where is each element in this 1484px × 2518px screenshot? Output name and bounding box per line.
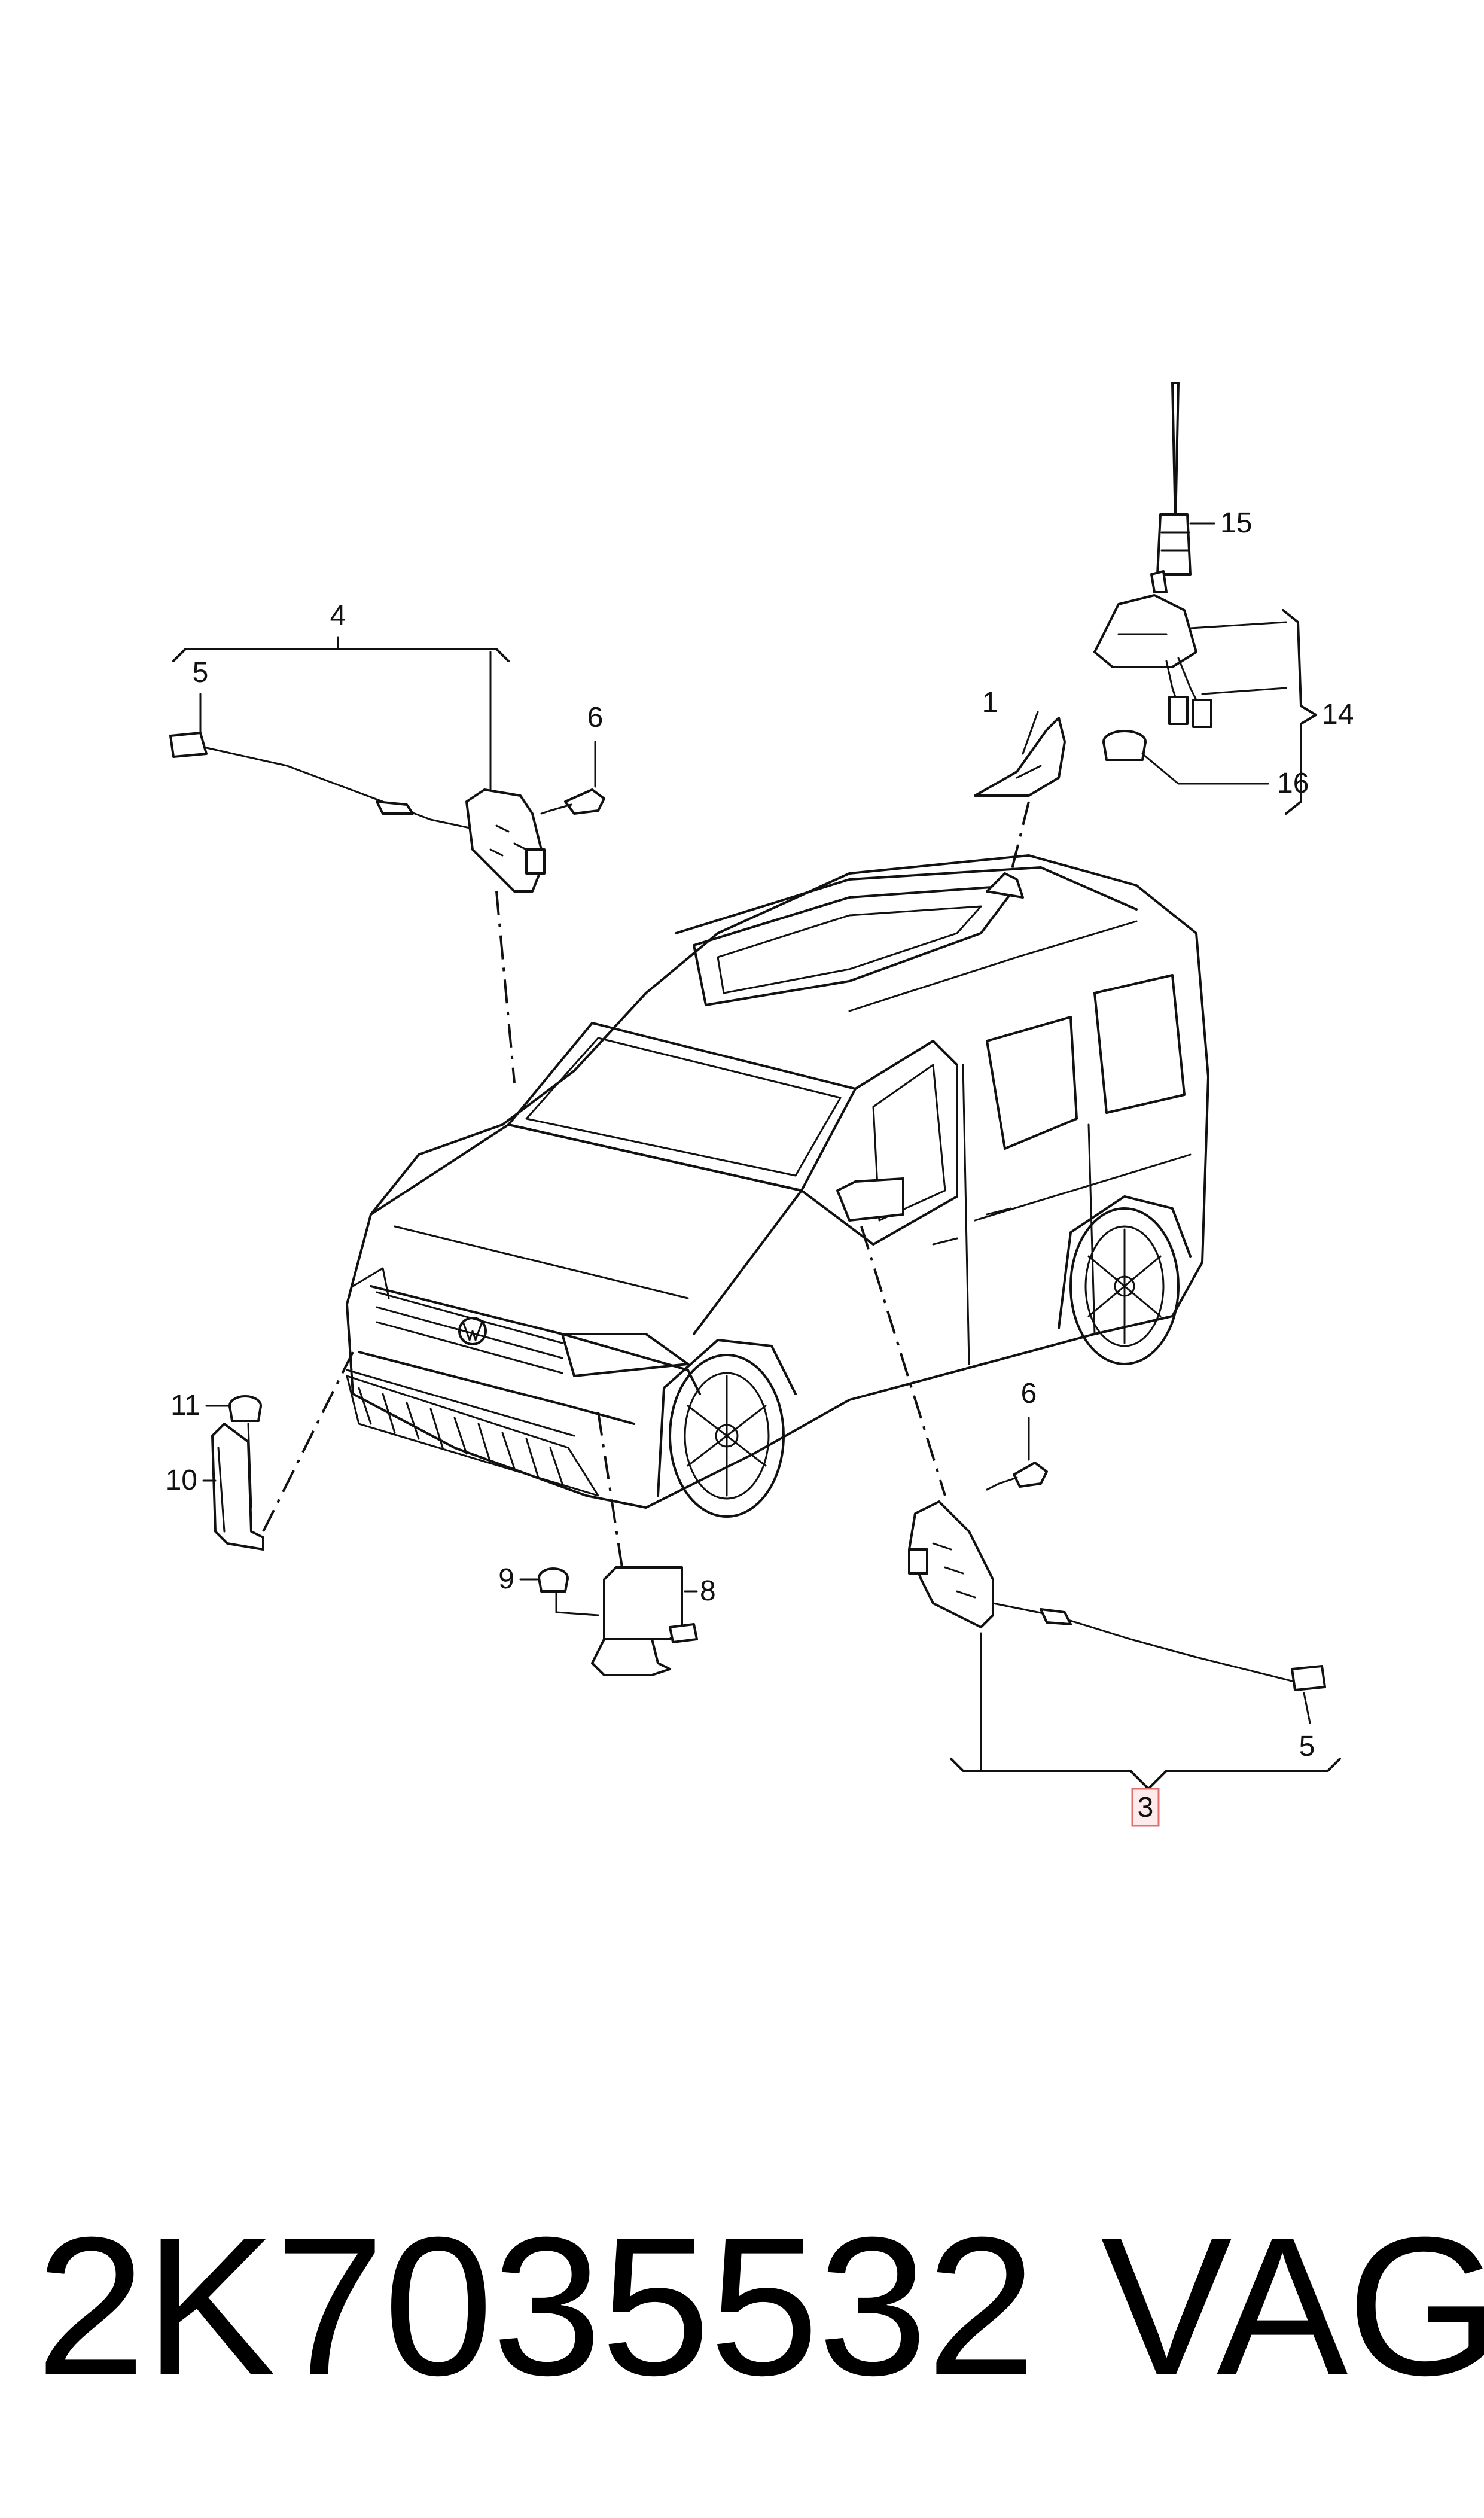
part-3-antenna-amplifier-right	[860, 1226, 1341, 1790]
callout-5-right: 5	[1299, 1731, 1315, 1762]
callout-1: 1	[982, 687, 998, 718]
callout-14: 14	[1322, 699, 1354, 730]
brand-label: VAG	[1101, 2196, 1484, 2416]
callout-5-left: 5	[193, 657, 209, 689]
part-number: 2K7035532	[36, 2196, 1036, 2416]
callout-9: 9	[498, 1563, 514, 1595]
callout-3-highlighted[interactable]: 3	[1131, 1788, 1160, 1827]
callout-labels: 1 4 5 6 15 14 16 6 11 10 9 8 5	[166, 507, 1354, 1762]
callout-16: 16	[1277, 768, 1309, 799]
callout-4: 4	[330, 600, 346, 632]
callout-6-bottom: 6	[1021, 1378, 1037, 1409]
callout-6-top: 6	[587, 702, 604, 733]
part-9-nut	[519, 1567, 599, 1616]
part-1-shark-fin-antenna	[974, 711, 1066, 874]
part-10-bracket	[202, 1351, 354, 1551]
callout-11: 11	[170, 1390, 200, 1421]
callout-3: 3	[1138, 1792, 1154, 1823]
part-14-antenna-base-assembly	[1093, 382, 1317, 815]
part-6-screw-bottom	[986, 1417, 1048, 1491]
part-6-screw-top	[540, 741, 605, 815]
vehicle-illustration	[346, 854, 1209, 1518]
callout-10: 10	[166, 1464, 197, 1496]
part-11-nut	[205, 1395, 262, 1509]
callout-15: 15	[1220, 507, 1252, 539]
part-8-module-bracket	[591, 1411, 698, 1676]
part-4-antenna-amplifier-left	[169, 636, 546, 1083]
callout-8: 8	[700, 1575, 716, 1607]
